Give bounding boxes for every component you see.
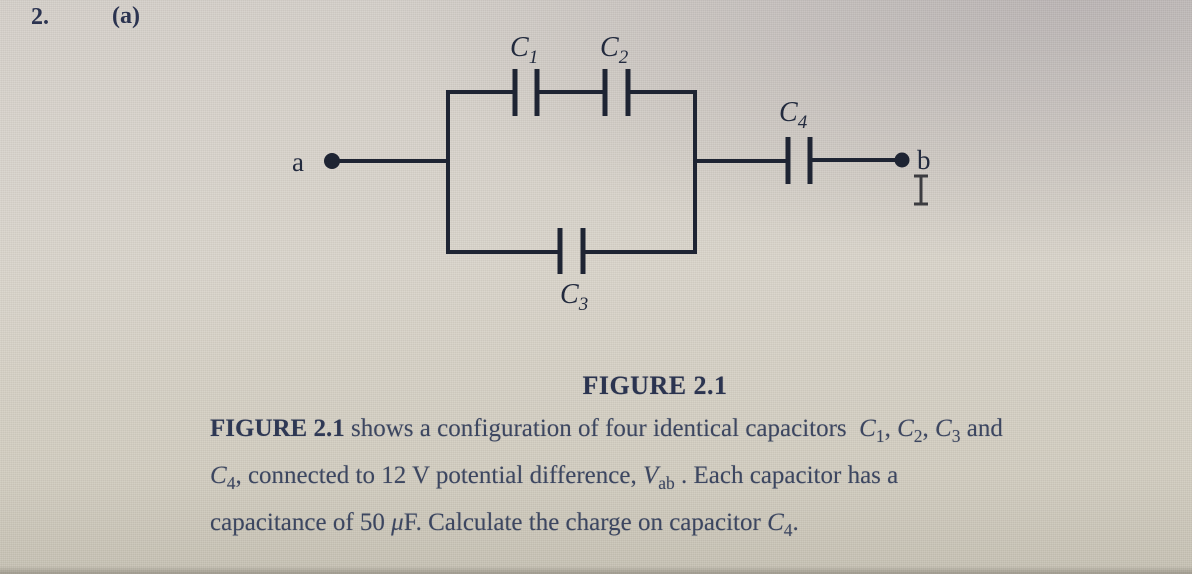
math-c4-sub: 4 [226, 473, 236, 493]
text-cursor-icon [914, 174, 928, 206]
math-c1-base: C [859, 415, 876, 442]
figure-reference-bold: FIGURE 2.1 [210, 415, 345, 442]
math-c3-sub: 3 [951, 426, 961, 446]
math-c4-base: C [767, 509, 784, 536]
text-segment: , [884, 415, 898, 442]
math-c2-base: C [897, 415, 914, 442]
node-dot-a [324, 153, 340, 169]
problem-text-line-2: C4, connected to 12 V potential differen… [210, 462, 899, 493]
math-vab-base: V [642, 462, 659, 489]
math-c3-base: C [935, 415, 952, 442]
problem-text-line-3: capacitance of 50 μF. Calculate the char… [210, 509, 799, 540]
capacitor-label-c3: C3 [560, 279, 588, 315]
node-label-a: a [292, 147, 304, 177]
text-segment: F. Calculate the charge on capacitor [403, 509, 768, 536]
text-segment: , [922, 415, 936, 442]
node-dot-b [894, 152, 910, 168]
part-label: (a) [112, 3, 140, 29]
text-segment: , connected to 12 V potential difference… [235, 462, 643, 489]
math-vab-sub: ab [658, 473, 675, 493]
math-c2-sub: 2 [913, 426, 923, 446]
math-mu-symbol: μ [391, 509, 404, 536]
question-number: 2. [31, 4, 49, 30]
math-c4-base: C [210, 462, 227, 489]
text-segment: . Each capacitor has a [674, 462, 899, 489]
text-segment: and [960, 415, 1003, 442]
math-c4-sub: 4 [783, 520, 793, 540]
capacitor-label-c1: C1 [510, 32, 538, 68]
capacitor-label-c2: C2 [600, 32, 629, 68]
circuit-diagram: C1 C2 C3 C4 a b [292, 32, 931, 315]
problem-text-line-1: FIGURE 2.1 shows a configuration of four… [210, 415, 1003, 446]
text-segment: capacitance of 50 [210, 509, 392, 536]
text-segment: . [792, 509, 799, 536]
text-segment: shows a configuration of four identical … [344, 415, 860, 442]
figure-caption: FIGURE 2.1 [582, 371, 728, 400]
node-label-b: b [917, 145, 931, 175]
capacitor-label-c4: C4 [779, 97, 808, 133]
math-c1-sub: 1 [875, 426, 885, 446]
